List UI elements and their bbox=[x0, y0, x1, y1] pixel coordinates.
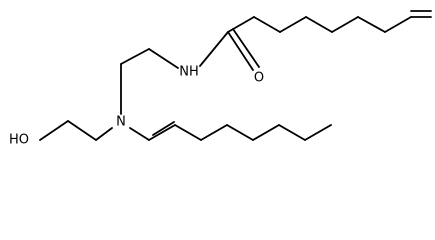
bond bbox=[39, 120, 69, 141]
bond bbox=[129, 127, 150, 141]
atom-labels: HO NH O N bbox=[9, 65, 264, 148]
bond bbox=[331, 16, 359, 33]
molecule-drawing: HO NH O N bbox=[9, 10, 432, 148]
amide-nitrogen-label: NH bbox=[179, 65, 199, 80]
bond bbox=[252, 124, 280, 141]
hydroxyl-label: HO bbox=[9, 133, 29, 148]
bond bbox=[279, 16, 307, 33]
bond bbox=[95, 127, 113, 141]
bond bbox=[67, 120, 97, 141]
bond bbox=[148, 48, 179, 69]
amine-nitrogen-label: N bbox=[116, 115, 126, 130]
carbonyl-bond-inner bbox=[232, 28, 260, 68]
bond bbox=[148, 124, 176, 141]
carbonyl-oxygen-label: O bbox=[254, 71, 264, 86]
bond bbox=[305, 16, 333, 33]
bond-skeleton bbox=[39, 10, 432, 141]
bond bbox=[278, 124, 306, 141]
bond bbox=[227, 16, 255, 33]
bond bbox=[226, 124, 254, 141]
bond bbox=[304, 124, 332, 141]
bond bbox=[174, 124, 202, 141]
bond bbox=[253, 16, 281, 33]
carbonyl-bond bbox=[227, 31, 254, 71]
double-bond-inner bbox=[152, 121, 175, 136]
bond bbox=[199, 31, 229, 67]
bond bbox=[357, 16, 386, 33]
bond bbox=[120, 48, 150, 65]
bond bbox=[200, 124, 228, 141]
structure-diagram: HO NH O N bbox=[9, 10, 432, 148]
bond bbox=[384, 16, 412, 33]
